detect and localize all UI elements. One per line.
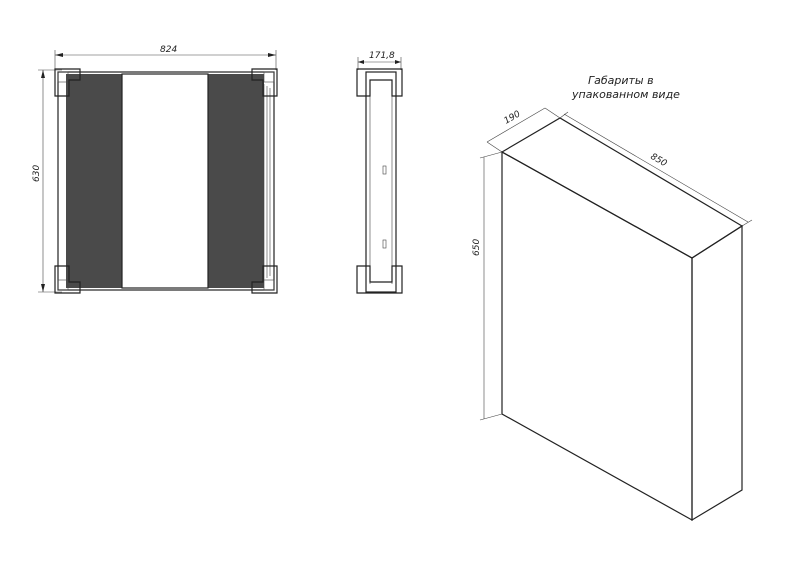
- corner-bracket-bottom-left: [54, 265, 81, 294]
- box-front-face: [501, 150, 693, 522]
- front-width-dimension: 824: [54, 45, 277, 70]
- front-width-label: 824: [160, 45, 177, 55]
- front-height-dimension: 630: [32, 69, 62, 293]
- side-depth-dimension: 171,8: [357, 51, 402, 70]
- side-bracket-top: [356, 68, 403, 97]
- right-side-slats: [263, 84, 271, 280]
- cabinet-side-outline: [365, 71, 397, 293]
- box-top-face: [500, 117, 744, 259]
- corner-bracket-top-right: [251, 68, 278, 97]
- package-height-label: 650: [472, 239, 482, 256]
- box-side-face: [691, 224, 743, 522]
- package-depth-dimension: 190: [486, 107, 561, 153]
- side-bracket-bottom: [356, 265, 403, 294]
- corner-bracket-top-left: [54, 68, 81, 97]
- front-view: 824 630: [32, 45, 278, 294]
- side-depth-label: 171,8: [369, 51, 395, 61]
- package-width-dimension: 850: [559, 111, 753, 227]
- package-height-dimension: 650: [472, 151, 503, 421]
- corner-bracket-bottom-right: [251, 265, 278, 294]
- package-view: Габариты в упакованном виде 190 850 650: [472, 74, 753, 522]
- left-panel: [66, 74, 122, 288]
- side-view: 171,8: [356, 51, 403, 294]
- right-panel: [208, 74, 264, 288]
- cabinet-front-outline: [57, 71, 275, 291]
- package-depth-label: 190: [503, 109, 523, 126]
- center-door: [121, 73, 209, 289]
- package-note-line2: упакованном виде: [571, 88, 680, 101]
- package-note-line1: Габариты в: [588, 74, 654, 87]
- package-width-label: 850: [649, 152, 669, 169]
- front-height-label: 630: [32, 165, 42, 182]
